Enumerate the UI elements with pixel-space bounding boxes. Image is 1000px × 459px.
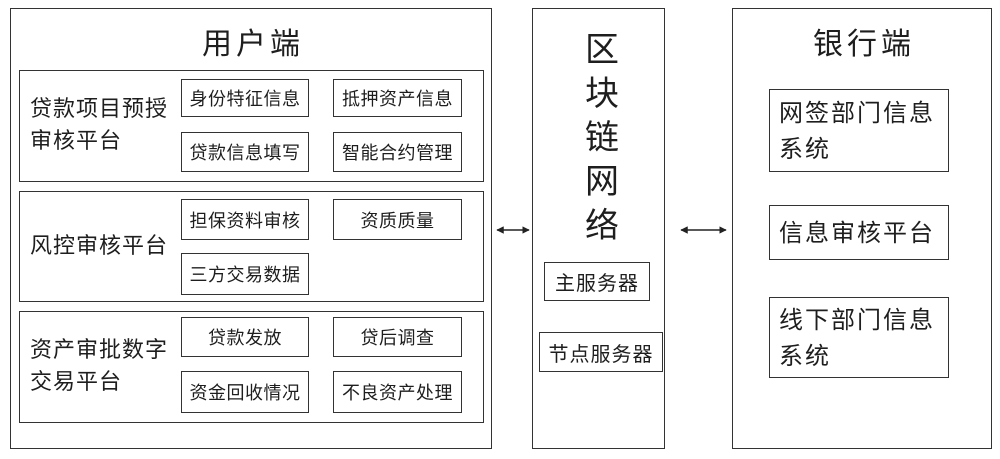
system-label-line: 系统 [779, 134, 831, 163]
system-label-line: 线下部门信息 [779, 305, 935, 334]
platform-label: 资产审批数字 交易平台 [30, 312, 180, 422]
bank-side-title: 银行端 [813, 27, 915, 62]
module-box: 不良资产处理 [333, 371, 462, 413]
module-box: 资质质量 [333, 199, 462, 240]
platform-risk-control: 风控审核平台 担保资料审核 资质质量 三方交易数据 [19, 191, 484, 302]
system-label-line: 系统 [779, 341, 831, 370]
module-box: 担保资料审核 [181, 199, 309, 240]
system-offline-department: 线下部门信息 系统 [769, 297, 949, 378]
module-box: 贷后调查 [333, 317, 462, 357]
platform-loan-pre-approval: 贷款项目预授 审核平台 身份特征信息 抵押资产信息 贷款信息填写 智能合约管理 [19, 70, 484, 182]
module-box: 智能合约管理 [333, 132, 462, 172]
user-side-title: 用户端 [202, 27, 304, 62]
module-box: 资金回收情况 [181, 371, 309, 413]
platform-label: 贷款项目预授 审核平台 [30, 71, 180, 181]
module-box: 身份特征信息 [181, 79, 309, 117]
main-server-box: 主服务器 [544, 262, 650, 301]
node-server-box: 节点服务器 [539, 332, 663, 372]
module-box: 贷款发放 [181, 317, 309, 357]
blockchain-panel: 区块链网络 主服务器 节点服务器 [532, 8, 665, 449]
blockchain-title: 区块链网络 [578, 31, 619, 251]
platform-label-line: 审核平台 [30, 129, 123, 154]
module-box: 三方交易数据 [181, 253, 309, 295]
bank-side-panel: 银行端 网签部门信息 系统 信息审核平台 线下部门信息 系统 [732, 8, 992, 449]
platform-asset-approval-trading: 资产审批数字 交易平台 贷款发放 贷后调查 资金回收情况 不良资产处理 [19, 311, 484, 423]
system-label-line: 网签部门信息 [779, 98, 935, 127]
user-side-panel: 用户端 贷款项目预授 审核平台 身份特征信息 抵押资产信息 贷款信息填写 智能合… [10, 8, 492, 449]
platform-label-line: 交易平台 [30, 370, 123, 395]
system-info-review: 信息审核平台 [769, 205, 949, 260]
module-box: 抵押资产信息 [333, 79, 462, 117]
platform-label: 风控审核平台 [30, 192, 180, 301]
platform-label-line: 风控审核平台 [30, 233, 169, 259]
module-box: 贷款信息填写 [181, 132, 309, 172]
system-label-line: 信息审核平台 [779, 218, 935, 247]
platform-label-line: 贷款项目预授 [30, 97, 169, 122]
system-online-signing: 网签部门信息 系统 [769, 89, 949, 172]
blockchain-title-wrap: 区块链网络 [533, 31, 664, 251]
platform-label-line: 资产审批数字 [30, 338, 169, 363]
